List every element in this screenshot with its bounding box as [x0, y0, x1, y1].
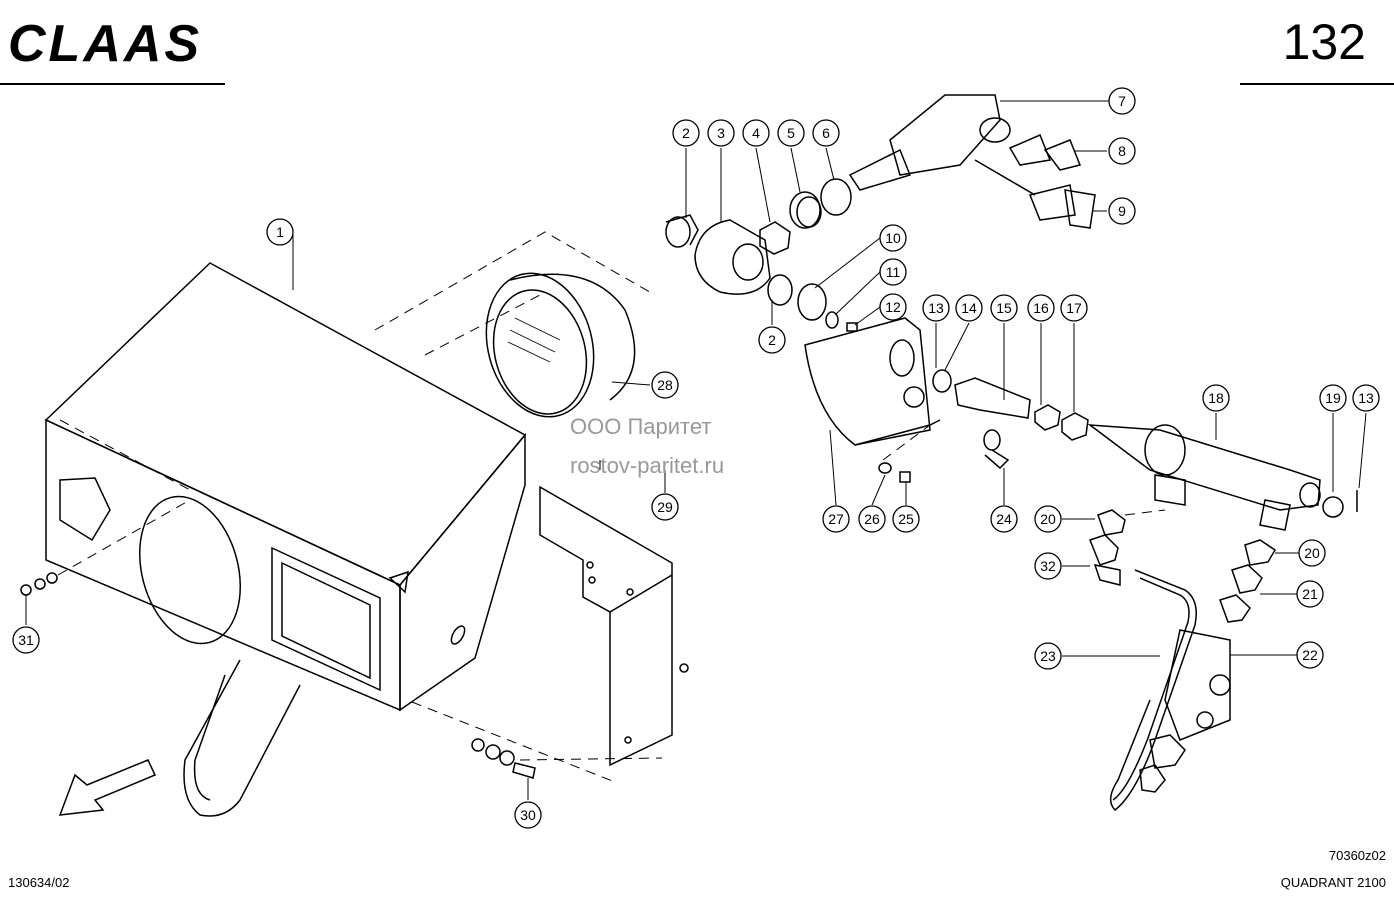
callout-29: 29: [651, 493, 679, 521]
callout-17: 17: [1060, 294, 1088, 322]
callout-label: 22: [1302, 647, 1318, 663]
callout-label: 18: [1208, 390, 1224, 406]
callout-label: 7: [1118, 93, 1126, 109]
callout-label: 30: [520, 807, 536, 823]
callout-label: 9: [1118, 203, 1126, 219]
callout-13: 13: [1352, 384, 1380, 412]
callout-20: 20: [1034, 505, 1062, 533]
document-number: 130634/02: [8, 875, 70, 890]
model-name: QUADRANT 2100: [1280, 875, 1386, 890]
callout-label: 13: [928, 300, 944, 316]
drawing-number: 70360z02: [1328, 848, 1386, 863]
callout-2: 2: [758, 326, 786, 354]
callout-18: 18: [1202, 384, 1230, 412]
callout-label: 12: [885, 299, 901, 315]
callout-label: 28: [657, 377, 673, 393]
bracket-part: [539, 485, 689, 767]
valve-assembly: [848, 94, 1096, 229]
hydraulic-pipe: [1089, 509, 1277, 811]
callout-11: 11: [879, 258, 907, 286]
fasteners: [20, 572, 536, 779]
claas-logo: CLAAS: [8, 15, 203, 73]
callout-32: 32: [1034, 552, 1062, 580]
callout-label: 8: [1118, 143, 1126, 159]
callout-label: 26: [864, 511, 880, 527]
callout-label: 16: [1033, 300, 1049, 316]
callout-2: 2: [672, 119, 700, 147]
callout-label: 21: [1302, 586, 1318, 602]
callout-6: 6: [812, 119, 840, 147]
callout-label: 20: [1040, 511, 1056, 527]
callout-label: 27: [828, 511, 844, 527]
callout-label: 2: [682, 125, 690, 141]
callout-13: 13: [922, 294, 950, 322]
callout-label: 11: [886, 264, 901, 280]
callout-label: 6: [822, 125, 830, 141]
callout-label: 10: [885, 230, 901, 246]
direction-arrow-icon: [58, 759, 157, 816]
callout-27: 27: [822, 505, 850, 533]
leader-lines: [25, 100, 1367, 800]
callout-label: 20: [1304, 545, 1320, 561]
callout-25: 25: [892, 505, 920, 533]
callout-label: 29: [657, 499, 673, 515]
callout-30: 30: [514, 801, 542, 829]
callout-label: 4: [752, 125, 760, 141]
callout-26: 26: [858, 505, 886, 533]
callout-label: 2: [768, 332, 776, 348]
callout-7: 7: [1108, 87, 1136, 115]
lamp-assembly: [485, 272, 636, 418]
callout-15: 15: [990, 294, 1018, 322]
callout-8: 8: [1108, 137, 1136, 165]
callout-label: 32: [1040, 558, 1056, 574]
watermark-url: rostov-paritet.ru: [570, 453, 725, 478]
callout-28: 28: [651, 371, 679, 399]
callout-9: 9: [1108, 197, 1136, 225]
callout-16: 16: [1027, 294, 1055, 322]
callout-5: 5: [777, 119, 805, 147]
callout-24: 24: [990, 505, 1018, 533]
callout-10: 10: [879, 224, 907, 252]
callout-label: 14: [961, 300, 977, 316]
callout-label: 5: [787, 125, 795, 141]
assembly-lines: [57, 231, 1166, 783]
callout-19: 19: [1319, 384, 1347, 412]
housing-part: [44, 262, 527, 817]
callout-label: 23: [1040, 648, 1056, 664]
callout-23: 23: [1034, 642, 1062, 670]
callout-3: 3: [707, 119, 735, 147]
cover-plate: [804, 317, 941, 446]
callout-label: 15: [996, 300, 1012, 316]
callout-label: 17: [1066, 300, 1082, 316]
callout-label: 3: [717, 125, 725, 141]
callout-31: 31: [12, 626, 40, 654]
callout-21: 21: [1296, 580, 1324, 608]
callout-22: 22: [1296, 641, 1324, 669]
callout-12: 12: [879, 293, 907, 321]
callout-1: 1: [266, 218, 294, 246]
pin-assembly: [878, 377, 1089, 483]
callout-label: 24: [996, 511, 1012, 527]
callout-label: 1: [276, 224, 284, 240]
bushing-row: [665, 178, 952, 393]
callout-4: 4: [742, 119, 770, 147]
callout-label: 25: [898, 511, 914, 527]
callout-20: 20: [1298, 539, 1326, 567]
callout-14: 14: [955, 294, 983, 322]
callout-label: 13: [1358, 390, 1374, 406]
hydraulic-cylinder: [1087, 424, 1358, 531]
watermark-company: ООО Паритет: [570, 414, 712, 439]
callout-label: 19: [1325, 390, 1341, 406]
page-number: 132: [1282, 14, 1366, 70]
callout-label: 31: [18, 632, 34, 648]
